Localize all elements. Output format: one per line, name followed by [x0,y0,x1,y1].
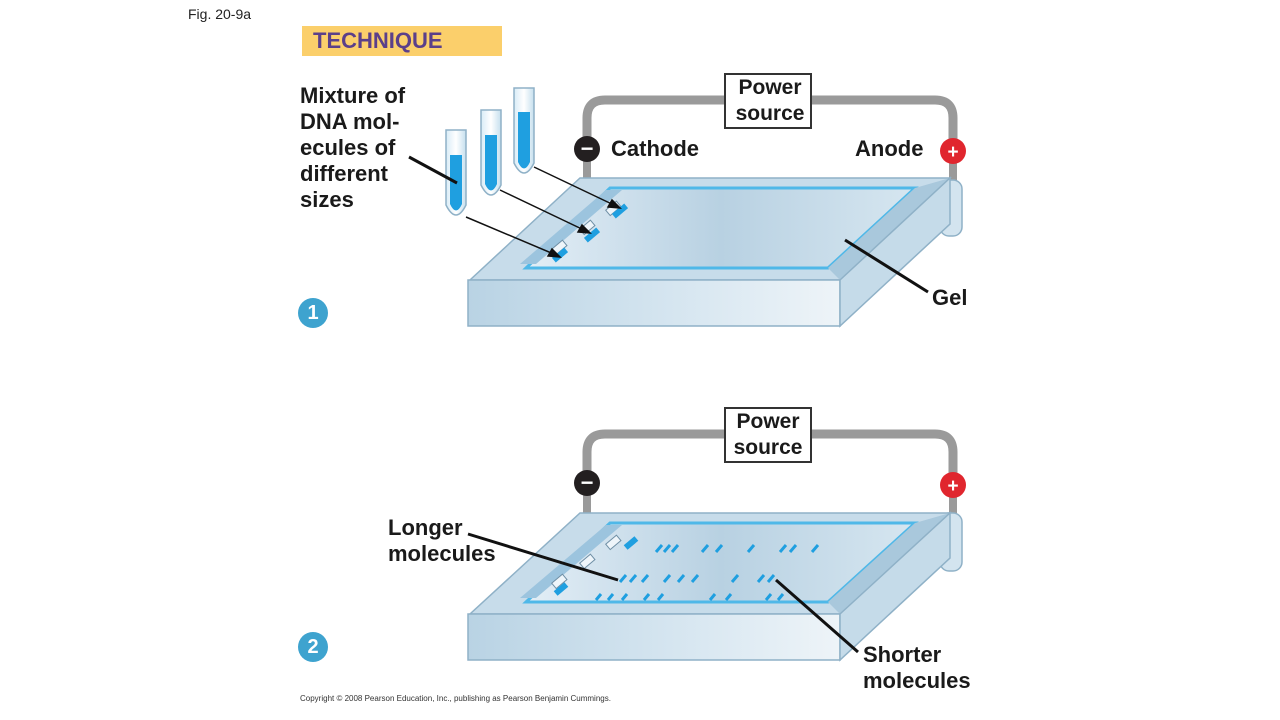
power-source-line: Power [738,76,802,99]
power-source-line: source [733,436,803,459]
dna-band [766,574,776,583]
dna-band [640,574,650,583]
mixture-label-line: sizes [300,187,354,212]
cathode-terminal-icon [574,136,600,162]
copyright-notice: Copyright © 2008 Pearson Education, Inc.… [300,694,611,703]
minus-sign: − [581,136,594,161]
anode-post [949,158,957,188]
test-tube [513,87,535,174]
dna-band [776,593,785,601]
dna-band [670,544,680,553]
technique-banner [302,26,502,56]
step-1-badge: 1 [298,298,328,328]
dna-band [654,544,664,553]
shorter-molecules-label: Shorter molecules [863,642,971,694]
gel-tray [467,511,963,662]
mixture-label-line: Mixture of [300,83,406,108]
dna-band [756,574,766,583]
plus-sign: + [947,476,958,497]
dna-band [746,544,756,553]
mixture-label-line: DNA mol- [300,109,400,134]
dna-band [676,574,686,583]
shorter-label-line: molecules [863,668,971,693]
cathode-post [583,492,591,522]
plus-sign: + [947,142,958,163]
mixture-leader-line [408,155,458,185]
test-tube [445,129,467,216]
mixture-label: Mixture of DNA mol- ecules of different … [300,83,405,213]
loading-arrows [465,166,622,258]
dna-band [618,574,628,583]
technique-title: TECHNIQUE [313,28,443,53]
anode-label: Anode [855,136,924,161]
longer-leader-line [467,532,619,582]
dna-bands [594,544,820,601]
dna-band [628,574,638,583]
panel-2: − + [467,429,966,662]
gel-tray [467,176,963,328]
dna-band [724,593,733,601]
dna-band [662,544,672,553]
cathode-label: Cathode [611,136,699,161]
test-tube [480,109,502,196]
anode-post [949,492,957,522]
dna-band [620,593,629,601]
dna-band [788,544,798,553]
step-2-badge: 2 [298,632,328,662]
cathode-terminal-icon [574,470,600,496]
dna-band [662,574,672,583]
power-source-label: Power source [726,75,814,127]
dna-band [700,544,710,553]
panel-1: − + [408,87,966,328]
dna-band [656,593,665,601]
dna-band [690,574,700,583]
shorter-label-line: Shorter [863,642,942,667]
dna-band [714,544,724,553]
mixture-label-line: different [300,161,388,186]
shorter-leader-line [775,578,859,654]
dna-band [708,593,717,601]
power-source-line: source [735,102,805,125]
dna-band [810,544,820,553]
power-source-line: Power [736,410,800,433]
dna-band [642,593,651,601]
gel-leader-line [844,238,929,294]
anode-terminal-icon [940,138,966,164]
dna-band [730,574,740,583]
longer-label-line: molecules [388,541,496,566]
dna-band [606,593,615,601]
minus-sign: − [581,470,594,495]
figure-label: Fig. 20-9a [188,6,252,22]
mixture-label-line: ecules of [300,135,396,160]
dna-band [764,593,773,601]
dna-band [778,544,788,553]
anode-terminal-icon [940,472,966,498]
cathode-post [583,158,591,188]
gel-label: Gel [932,285,968,310]
dna-band [594,593,603,601]
longer-label-line: Longer [388,515,463,540]
power-source-box [724,73,812,129]
longer-molecules-label: Longer molecules [388,515,496,567]
power-source-label: Power source [724,409,812,461]
power-source-box [724,407,812,463]
